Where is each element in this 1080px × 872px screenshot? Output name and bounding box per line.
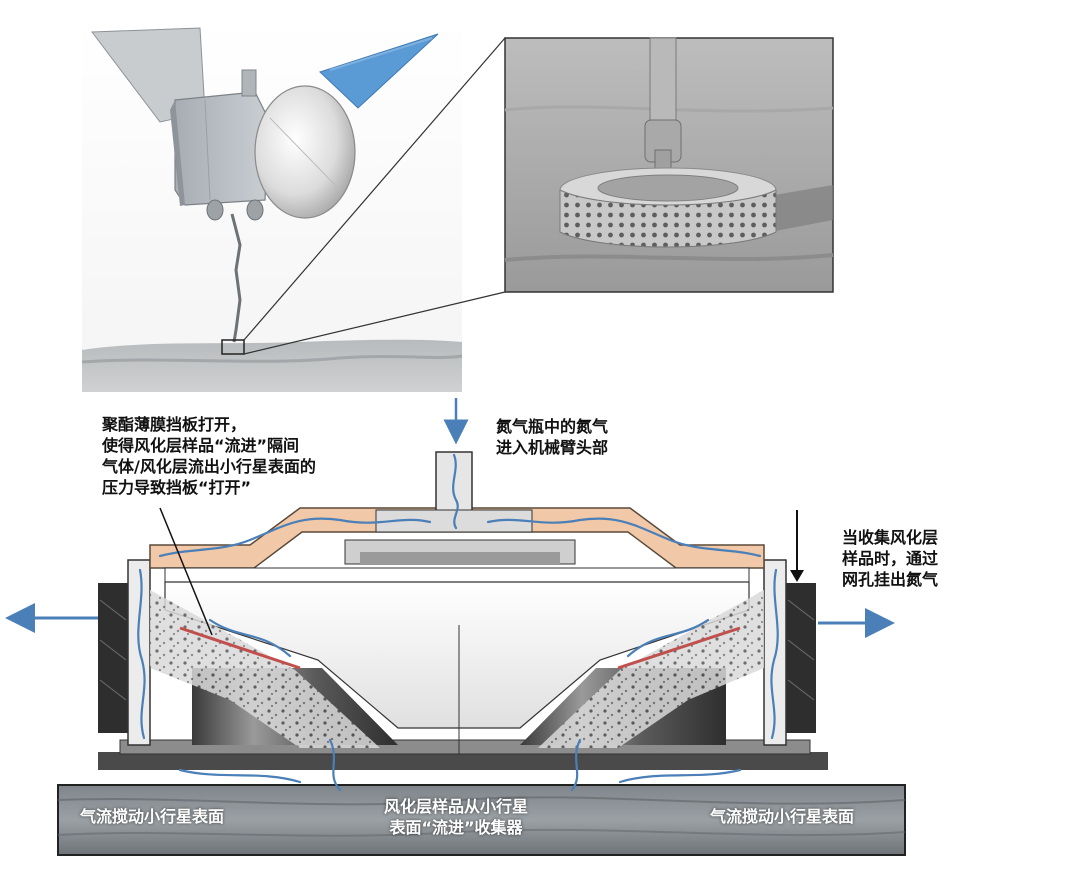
label-shutter-line: 压力导致挡板“打开” [102, 478, 252, 497]
label-ground-center: 风化层样品从小行星 表面“流进”收集器 [384, 796, 528, 838]
label-shutter-line: 聚酯薄膜挡板打开， [102, 415, 247, 434]
label-nitrogen-out-line: 样品时，通过 [842, 549, 939, 568]
label-ground-center-line: 表面“流进”收集器 [389, 818, 523, 837]
label-nitrogen-out-line: 网孔挂出氮气 [842, 570, 939, 589]
spacecraft-illustration [81, 20, 463, 392]
label-ground-center-line: 风化层样品从小行星 [384, 797, 529, 816]
label-nitrogen-in-line: 进入机械臂头部 [496, 438, 609, 457]
sampler-cross-section [57, 451, 906, 856]
label-ground-right: 气流搅动小行星表面 [710, 807, 855, 826]
label-shutter-line: 使得风化层样品“流进”隔间 [102, 436, 300, 455]
label-nitrogen-out: 当收集风化层 样品时，通过 网孔挂出氮气 [842, 527, 938, 590]
sampler-head-closeup [504, 37, 834, 293]
label-shutter-line: 气体/风化层流出小行星表面的 [102, 457, 316, 476]
label-shutter: 聚酯薄膜挡板打开， 使得风化层样品“流进”隔间 气体/风化层流出小行星表面的 压… [102, 414, 316, 498]
label-nitrogen-in: 氮气瓶中的氮气 进入机械臂头部 [496, 416, 608, 458]
shutter-leader-line [159, 507, 213, 636]
label-nitrogen-in-line: 氮气瓶中的氮气 [496, 417, 609, 436]
label-nitrogen-out-line: 当收集风化层 [842, 528, 939, 547]
label-ground-left: 气流搅动小行星表面 [80, 807, 225, 826]
